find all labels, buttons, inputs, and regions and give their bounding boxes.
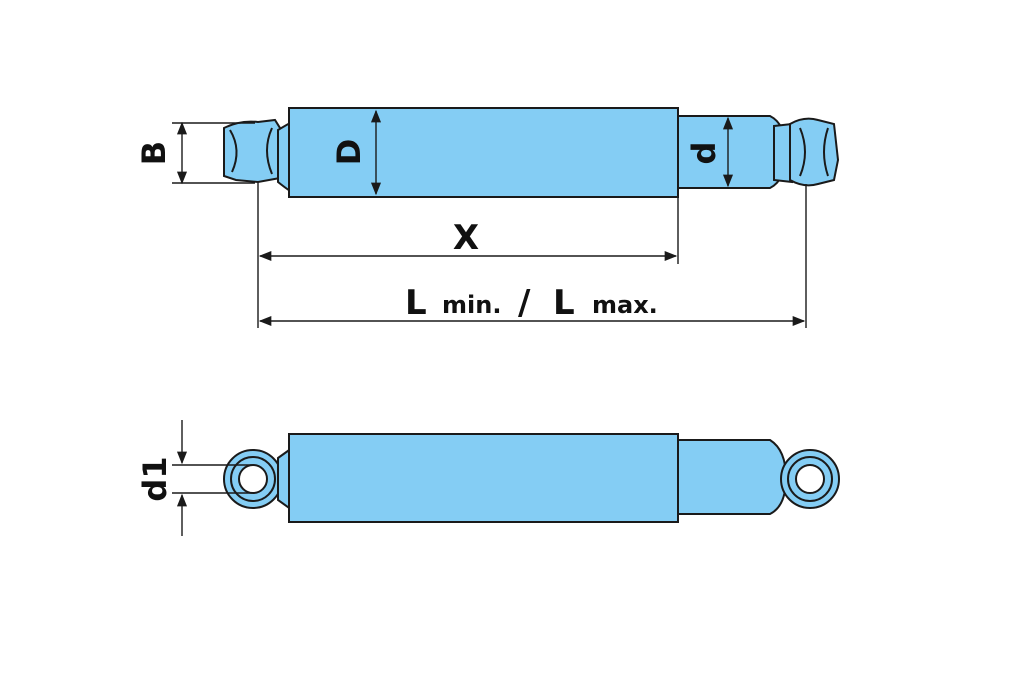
bottom-rod-tube <box>677 439 788 515</box>
label-X: X <box>453 218 479 258</box>
label-slash: / <box>518 283 531 323</box>
bottom-main-cylinder <box>288 433 679 523</box>
label-min: min. <box>442 291 501 319</box>
label-L-max-symbol: L <box>553 283 575 323</box>
bottom-view <box>223 433 840 523</box>
label-d: d <box>685 142 723 165</box>
label-max: max. <box>592 291 658 319</box>
label-D: D <box>330 139 368 166</box>
label-B: B <box>135 141 173 165</box>
label-L-min-max: L min. / L max. <box>405 283 658 323</box>
d1-dimension <box>172 420 252 536</box>
top-right-fork <box>789 117 840 187</box>
bottom-right-eye <box>780 449 840 509</box>
top-main-cylinder <box>288 107 679 198</box>
label-d1: d1 <box>136 456 174 501</box>
top-dimensions <box>172 109 807 328</box>
bottom-left-eye <box>223 449 283 509</box>
top-view <box>223 107 840 198</box>
top-left-fork <box>223 118 284 184</box>
label-L-min-symbol: L <box>405 283 427 323</box>
